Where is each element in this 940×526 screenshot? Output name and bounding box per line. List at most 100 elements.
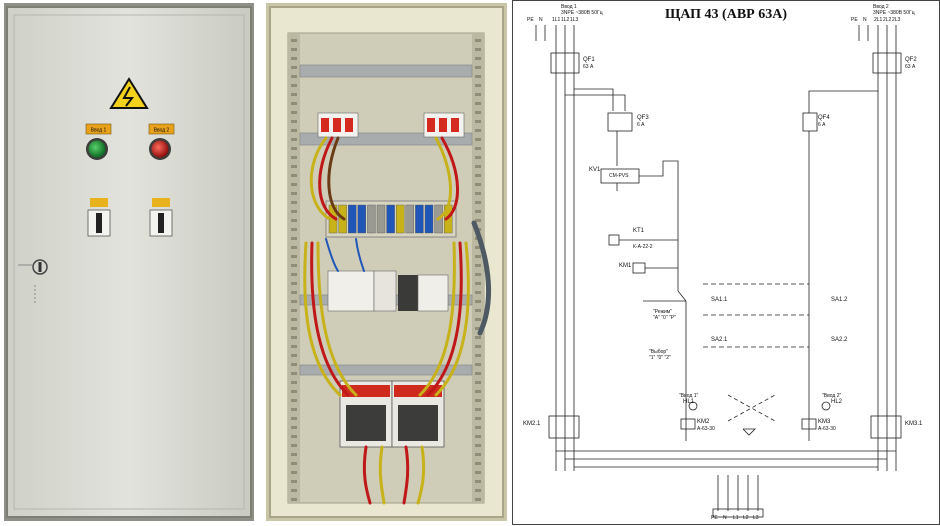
rail-perforation bbox=[291, 390, 297, 393]
rail-perforation bbox=[291, 138, 297, 141]
rail-perforation bbox=[475, 489, 481, 492]
rail-perforation bbox=[291, 129, 297, 132]
select-label: "Выбор" bbox=[649, 349, 668, 355]
input2-voltage: 3NPE ~380В 50Гц bbox=[873, 10, 915, 16]
terminal-block bbox=[415, 204, 424, 234]
terminal-block bbox=[357, 204, 367, 234]
rail-perforation bbox=[291, 147, 297, 150]
rail-perforation bbox=[291, 273, 297, 276]
rail-perforation bbox=[291, 102, 297, 105]
terminal-1l1: 1L1 bbox=[552, 17, 561, 23]
rail-perforation bbox=[475, 66, 481, 69]
rail-perforation bbox=[291, 174, 297, 177]
rail-perforation bbox=[475, 300, 481, 303]
rail-perforation bbox=[291, 453, 297, 456]
rail-perforation bbox=[475, 462, 481, 465]
rail-perforation bbox=[291, 111, 297, 114]
terminal-1l2: 1L2 bbox=[561, 17, 570, 23]
rail-perforation bbox=[475, 84, 481, 87]
rail-perforation bbox=[475, 273, 481, 276]
rail-perforation bbox=[291, 444, 297, 447]
terminal-2l1: 2L1 bbox=[874, 17, 883, 23]
rail-perforation bbox=[475, 156, 481, 159]
rail-perforation bbox=[291, 39, 297, 42]
rail-perforation bbox=[475, 219, 481, 222]
terminal-block bbox=[424, 204, 434, 234]
qf2-label: QF2 bbox=[905, 57, 917, 63]
rail-perforation bbox=[475, 192, 481, 195]
kv1-type: CM-PVS bbox=[609, 173, 629, 179]
rail-perforation bbox=[291, 300, 297, 303]
rail-perforation bbox=[475, 174, 481, 177]
rail-perforation bbox=[475, 210, 481, 213]
rail-perforation bbox=[475, 435, 481, 438]
open-cabinet-drawing bbox=[266, 3, 507, 521]
control-breakers bbox=[327, 270, 449, 312]
km21-label: KM2.1 bbox=[523, 421, 541, 427]
rail-perforation bbox=[475, 417, 481, 420]
red-indicator-lamp bbox=[151, 140, 169, 158]
contactor-km3 bbox=[391, 380, 445, 448]
rail-perforation bbox=[475, 111, 481, 114]
qf4-rating: 6 А bbox=[818, 122, 826, 128]
qf1-label: QF1 bbox=[583, 57, 595, 63]
lamp2-label: "Ввод 2" bbox=[822, 393, 842, 399]
lock-icon bbox=[18, 259, 48, 275]
rail-perforation bbox=[291, 471, 297, 474]
rail-perforation bbox=[291, 408, 297, 411]
breaker-qf2 bbox=[423, 112, 465, 138]
qf3-rating: 6 А bbox=[637, 122, 645, 128]
rail-perforation bbox=[291, 84, 297, 87]
qf2-rating: 63 А bbox=[905, 64, 916, 70]
lamp-plate-input2 bbox=[148, 123, 175, 135]
contactor-km2 bbox=[339, 380, 393, 448]
terminal-pe-right: PE bbox=[851, 17, 858, 23]
rail-perforation bbox=[475, 453, 481, 456]
rail-perforation bbox=[291, 183, 297, 186]
terminal-n-right: N bbox=[863, 17, 867, 23]
mode-selector-switch bbox=[87, 198, 111, 237]
qf1-rating: 63 А bbox=[583, 64, 594, 70]
kt1-label: KT1 bbox=[633, 228, 645, 234]
rail-perforation bbox=[475, 498, 481, 501]
rail-perforation bbox=[475, 264, 481, 267]
qf4-label: QF4 bbox=[818, 115, 830, 121]
rail-perforation bbox=[291, 372, 297, 375]
terminal-1l3: 1L3 bbox=[570, 17, 579, 23]
rail-perforation bbox=[475, 246, 481, 249]
rail-perforation bbox=[475, 372, 481, 375]
rail-perforation bbox=[291, 156, 297, 159]
kt1-type: К-А-22-2 bbox=[633, 244, 653, 250]
lamp-plate-input1 bbox=[85, 123, 112, 135]
rail-perforation bbox=[475, 93, 481, 96]
rail-perforation bbox=[291, 282, 297, 285]
rail-perforation bbox=[475, 39, 481, 42]
rail-perforation bbox=[291, 264, 297, 267]
rail-perforation bbox=[475, 282, 481, 285]
lamp-label-input1: Ввод 1 bbox=[91, 128, 107, 134]
rail-perforation bbox=[291, 336, 297, 339]
rail-perforation bbox=[291, 363, 297, 366]
rail-perforation bbox=[475, 48, 481, 51]
rail-perforation bbox=[475, 363, 481, 366]
rail-perforation bbox=[475, 345, 481, 348]
high-voltage-icon bbox=[109, 77, 149, 109]
input-selector-switch bbox=[149, 198, 173, 237]
green-indicator-lamp bbox=[88, 140, 106, 158]
terminal-2l3: 2L3 bbox=[892, 17, 901, 23]
rail-perforation bbox=[475, 480, 481, 483]
rail-perforation bbox=[475, 57, 481, 60]
rail-perforation bbox=[475, 120, 481, 123]
rail-perforation bbox=[475, 102, 481, 105]
rail-perforation bbox=[291, 120, 297, 123]
rail-perforation bbox=[291, 228, 297, 231]
hl1-label: HL1 bbox=[683, 399, 695, 405]
rail-perforation bbox=[291, 237, 297, 240]
km1-label: KM1 bbox=[619, 263, 632, 269]
hl2-label: HL2 bbox=[831, 399, 843, 405]
bottom-terminal-pe: PE bbox=[711, 515, 718, 521]
rail-perforation bbox=[475, 354, 481, 357]
rail-perforation bbox=[291, 210, 297, 213]
qf3-label: QF3 bbox=[637, 115, 649, 121]
rail-perforation bbox=[291, 93, 297, 96]
